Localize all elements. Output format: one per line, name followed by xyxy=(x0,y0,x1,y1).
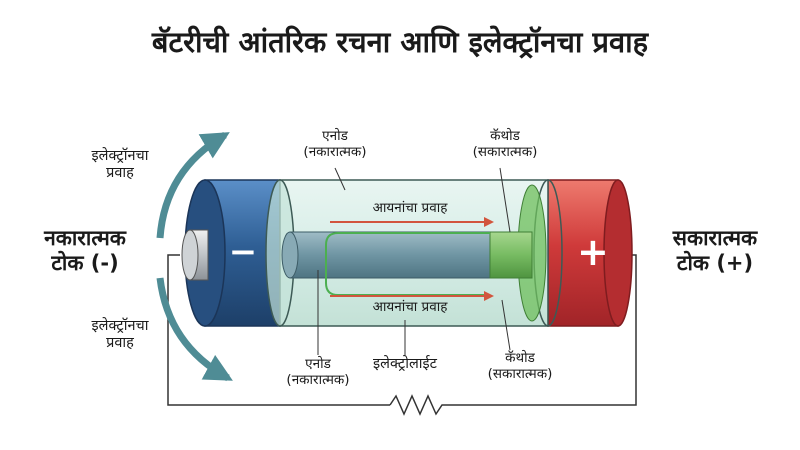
cathode-label-top: कॅथोड (सकारात्मक) xyxy=(440,128,570,160)
electron-flow-bottom-line2: प्रवाह xyxy=(106,335,134,352)
anode-top-charge: (नकारात्मक) xyxy=(303,144,367,161)
anode-label-bottom: एनोड (नकारात्मक) xyxy=(258,356,378,388)
negative-terminal-label: नकारात्मक टोक (-) xyxy=(10,226,160,276)
inner-wire-loop xyxy=(325,232,490,296)
electron-flow-label-top: इलेक्ट्रॉनचा प्रवाह xyxy=(65,148,175,183)
electron-flow-arrow-top xyxy=(156,131,230,239)
negative-terminal-line1: नकारात्मक xyxy=(44,226,126,250)
anode-rod xyxy=(281,231,491,279)
electron-flow-arrow-bottom xyxy=(156,277,233,382)
positive-terminal-label: सकारात्मक टोक (+) xyxy=(640,226,790,276)
anode-top-name: एनोड xyxy=(322,128,348,144)
electron-flow-label-bottom: इलेक्ट्रॉनचा प्रवाह xyxy=(65,318,175,353)
ion-flow-label-bottom: आयनांचा प्रवाह xyxy=(372,299,448,315)
cathode-bottom-charge: (सकारात्मक) xyxy=(487,366,553,383)
negative-terminal-line2: टोक (-) xyxy=(51,251,119,276)
electron-flow-top-line2: प्रवाह xyxy=(106,165,134,182)
positive-terminal-line2: टोक (+) xyxy=(676,251,754,276)
resistor-symbol xyxy=(389,394,446,416)
minus-symbol: − xyxy=(228,232,258,272)
electrolyte-label: इलेक्ट्रोलाईट xyxy=(373,356,437,372)
anode-bottom-name: एनोड xyxy=(305,356,331,372)
positive-cap xyxy=(547,179,633,327)
plus-symbol: + xyxy=(577,230,609,274)
diagram-title: बॅटरीची आंतरिक रचना आणि इलेक्ट्रॉनचा प्र… xyxy=(151,25,649,59)
leader-cathode-top xyxy=(499,167,511,233)
cathode-top-name: कॅथोड xyxy=(490,128,520,144)
cathode-rod xyxy=(489,231,533,279)
negative-terminal xyxy=(181,229,209,281)
leader-anode-top xyxy=(334,167,346,191)
cathode-top-charge: (सकारात्मक) xyxy=(472,144,538,161)
anode-bottom-charge: (नकारात्मक) xyxy=(286,372,350,389)
electron-flow-bottom-line1: इलेक्ट्रॉनचा xyxy=(91,318,149,334)
electron-flow-top-line1: इलेक्ट्रॉनचा xyxy=(91,148,149,164)
positive-terminal-line1: सकारात्मक xyxy=(672,226,758,250)
ion-flow-label-top: आयनांचा प्रवाह xyxy=(372,200,448,216)
anode-label-top: एनोड (नकारात्मक) xyxy=(275,128,395,160)
leader-cathode-bottom xyxy=(501,299,511,351)
cathode-label-bottom: कॅथोड (सकारात्मक) xyxy=(455,350,585,382)
cathode-bottom-name: कॅथोड xyxy=(505,350,535,366)
